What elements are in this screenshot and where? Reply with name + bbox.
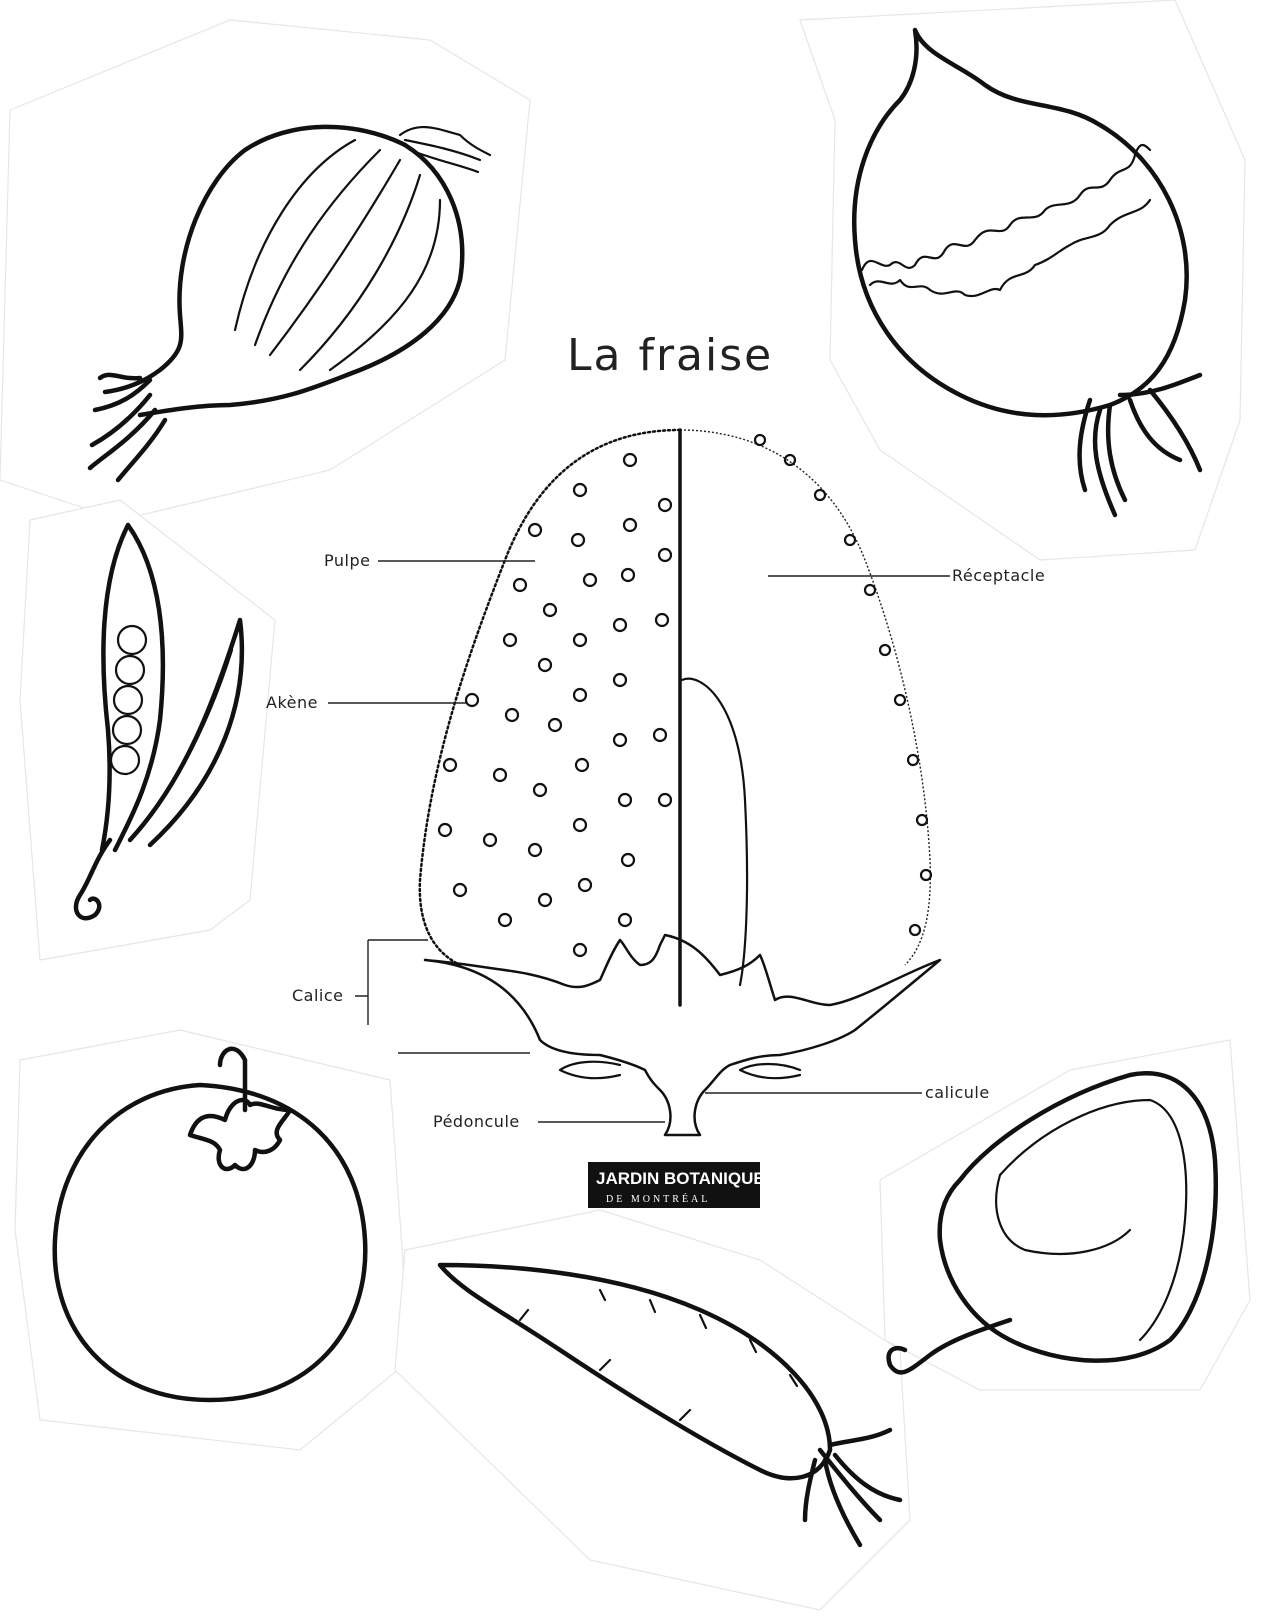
label-receptacle: Réceptacle (952, 566, 1045, 585)
jardin-botanique-logo: JARDIN BOTANIQUE DE MONTRÉAL (588, 1162, 765, 1208)
label-calicule: calicule (925, 1083, 990, 1102)
label-pedoncule: Pédoncule (433, 1112, 520, 1131)
leader-lines (328, 561, 950, 1122)
diagram-title: La fraise (567, 330, 773, 381)
strawberry-diagram (420, 430, 940, 1135)
akene-seeds (439, 454, 671, 956)
label-calice: Calice (292, 986, 344, 1005)
akene-seeds-edge (755, 435, 931, 935)
logo-line-2: DE MONTRÉAL (606, 1193, 710, 1205)
label-akene: Akène (266, 693, 318, 712)
label-pulpe: Pulpe (324, 551, 370, 570)
logo-line-1: JARDIN BOTANIQUE (596, 1169, 765, 1188)
receptacle-core (682, 679, 747, 985)
calyx (425, 935, 940, 1135)
